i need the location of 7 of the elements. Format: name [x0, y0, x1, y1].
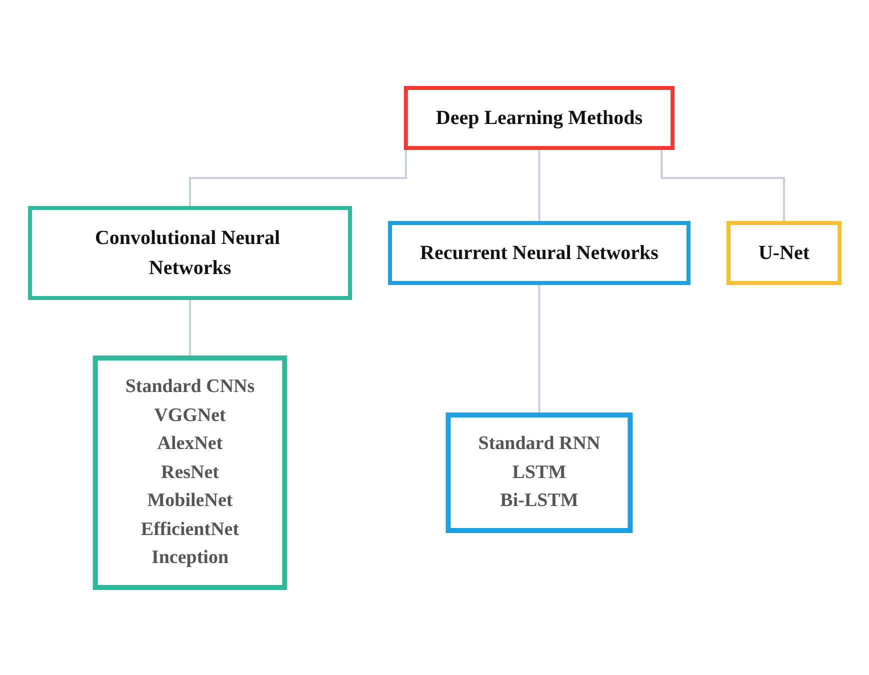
node-box: Convolutional Neural Networks — [28, 206, 352, 300]
node-box: Recurrent Neural Networks — [388, 220, 690, 285]
node-box: Standard RNN LSTM Bi-LSTM — [445, 412, 632, 533]
connector — [538, 148, 540, 224]
node-box: U-Net — [726, 220, 842, 285]
node-box: Deep Learning Methods — [404, 86, 674, 150]
node-box: Standard CNNs VGGNet AlexNet ResNet MobileNet EfficientNet Inception — [92, 355, 287, 590]
